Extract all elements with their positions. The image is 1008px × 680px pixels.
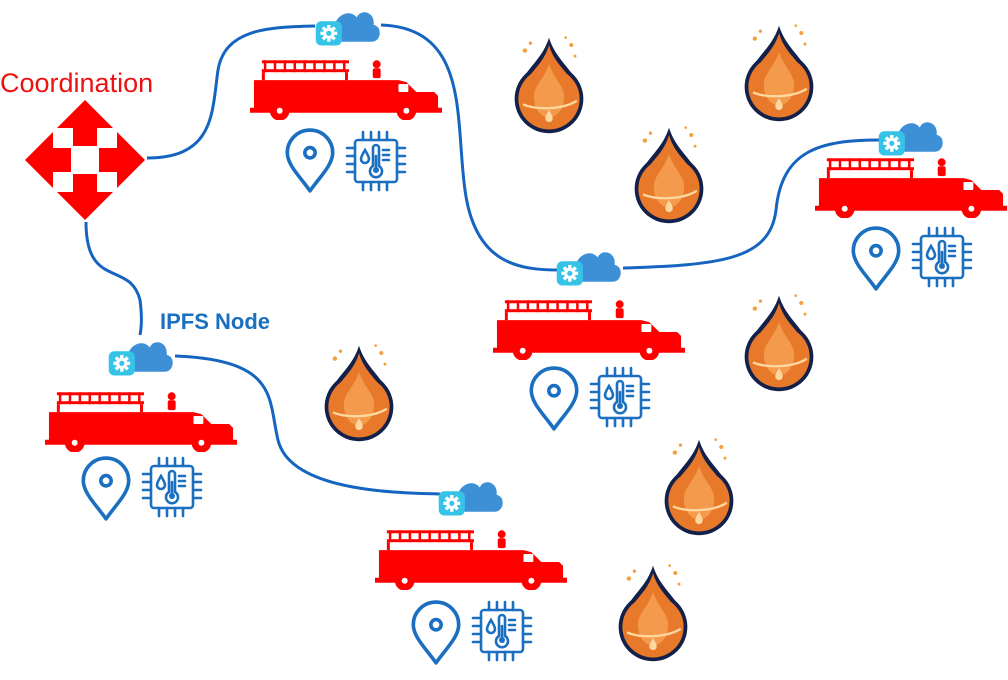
fire-truck-icon xyxy=(375,530,568,590)
location-pin-icon xyxy=(81,456,131,521)
temperature-sensor-icon xyxy=(911,226,973,288)
location-pin-icon xyxy=(411,600,461,665)
cloud-gear-icon xyxy=(878,122,943,156)
network-links xyxy=(84,23,881,496)
ipfs-node-label: IPFS Node xyxy=(160,309,271,334)
fire-truck-icon xyxy=(815,158,1008,218)
temperature-sensor-icon xyxy=(141,456,203,518)
cloud-gear-icon xyxy=(108,342,173,376)
location-pin-icon xyxy=(529,366,579,431)
link-coordination-truck-4 xyxy=(84,221,143,336)
fire-truck-node-4 xyxy=(45,342,238,521)
link-truck-1-truck-2 xyxy=(380,23,561,272)
wildfire-icon xyxy=(743,22,815,123)
coordination-hub-icon xyxy=(25,100,145,220)
fire-truck-node-1 xyxy=(250,12,443,193)
location-pin-icon xyxy=(285,128,335,193)
coordination-label: Coordination xyxy=(0,68,154,98)
fire-truck-node-2 xyxy=(493,252,686,431)
wildfire-icon xyxy=(323,342,395,443)
fire-truck-icon xyxy=(45,392,238,452)
wildfire-icon xyxy=(513,34,585,135)
wildfire-icon xyxy=(743,292,815,393)
cloud-gear-icon xyxy=(556,252,621,286)
cloud-gear-icon xyxy=(315,12,380,46)
temperature-sensor-icon xyxy=(589,366,651,428)
fire-truck-icon xyxy=(250,60,443,120)
link-truck-4-truck-5 xyxy=(174,354,441,496)
temperature-sensor-icon xyxy=(471,600,533,662)
cloud-gear-icon xyxy=(438,482,503,516)
link-coordination-truck-1 xyxy=(146,24,316,160)
fire-truck-node-5 xyxy=(375,482,568,665)
location-pin-icon xyxy=(851,226,901,291)
fire-truck-node-3 xyxy=(815,122,1008,291)
link-truck-2-truck-3 xyxy=(622,138,881,270)
wildfire-icon xyxy=(617,562,689,663)
wildfire-icon xyxy=(663,436,735,537)
temperature-sensor-icon xyxy=(345,130,407,192)
fire-truck-icon xyxy=(493,300,686,360)
wildfire-icon xyxy=(633,124,705,225)
